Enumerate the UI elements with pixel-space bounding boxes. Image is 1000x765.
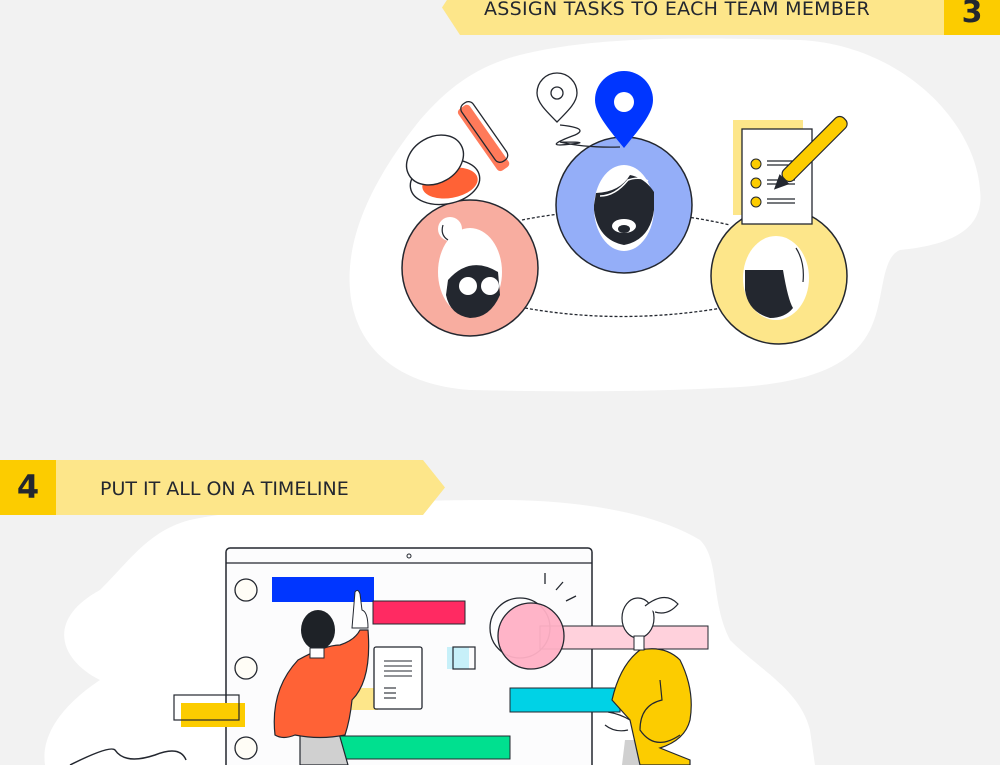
connector-bottom	[524, 307, 723, 318]
lipstick-icon	[457, 100, 510, 172]
team-network-illustration	[401, 71, 848, 345]
timeline-illustration	[69, 547, 709, 765]
step-3-title: ASSIGN TASKS TO EACH TEAM MEMBER	[484, 0, 870, 20]
step-3-number: 3	[944, 0, 1000, 35]
member-yellow-avatar	[710, 207, 848, 345]
timeline-bar-pink	[539, 625, 709, 650]
member-blue-avatar	[555, 136, 693, 274]
timeline-bar-yellow	[181, 703, 245, 727]
step-4-number: 4	[0, 460, 56, 515]
scribble-line	[69, 748, 187, 765]
person-man	[273, 589, 370, 765]
checklist-pencil-icon	[733, 115, 848, 225]
document-card	[373, 646, 423, 710]
step-4-banner: 4 PUT IT ALL ON A TIMELINE	[0, 460, 445, 515]
step-3-banner: ASSIGN TASKS TO EACH TEAM MEMBER 3	[442, 0, 1000, 35]
timeline-bar-red	[372, 600, 466, 625]
location-pin-outline-icon	[536, 72, 621, 148]
step-3-banner-band	[442, 0, 944, 35]
makeup-compact-icon	[405, 134, 481, 206]
timeline-bar-green	[319, 735, 511, 760]
timeline-bar-cyan	[509, 687, 621, 713]
step-4-title: PUT IT ALL ON A TIMELINE	[100, 478, 349, 500]
step-4-banner-band	[56, 460, 445, 515]
location-pin-icon	[595, 71, 653, 148]
member-pink-avatar	[401, 199, 539, 337]
person-woman	[604, 596, 692, 765]
